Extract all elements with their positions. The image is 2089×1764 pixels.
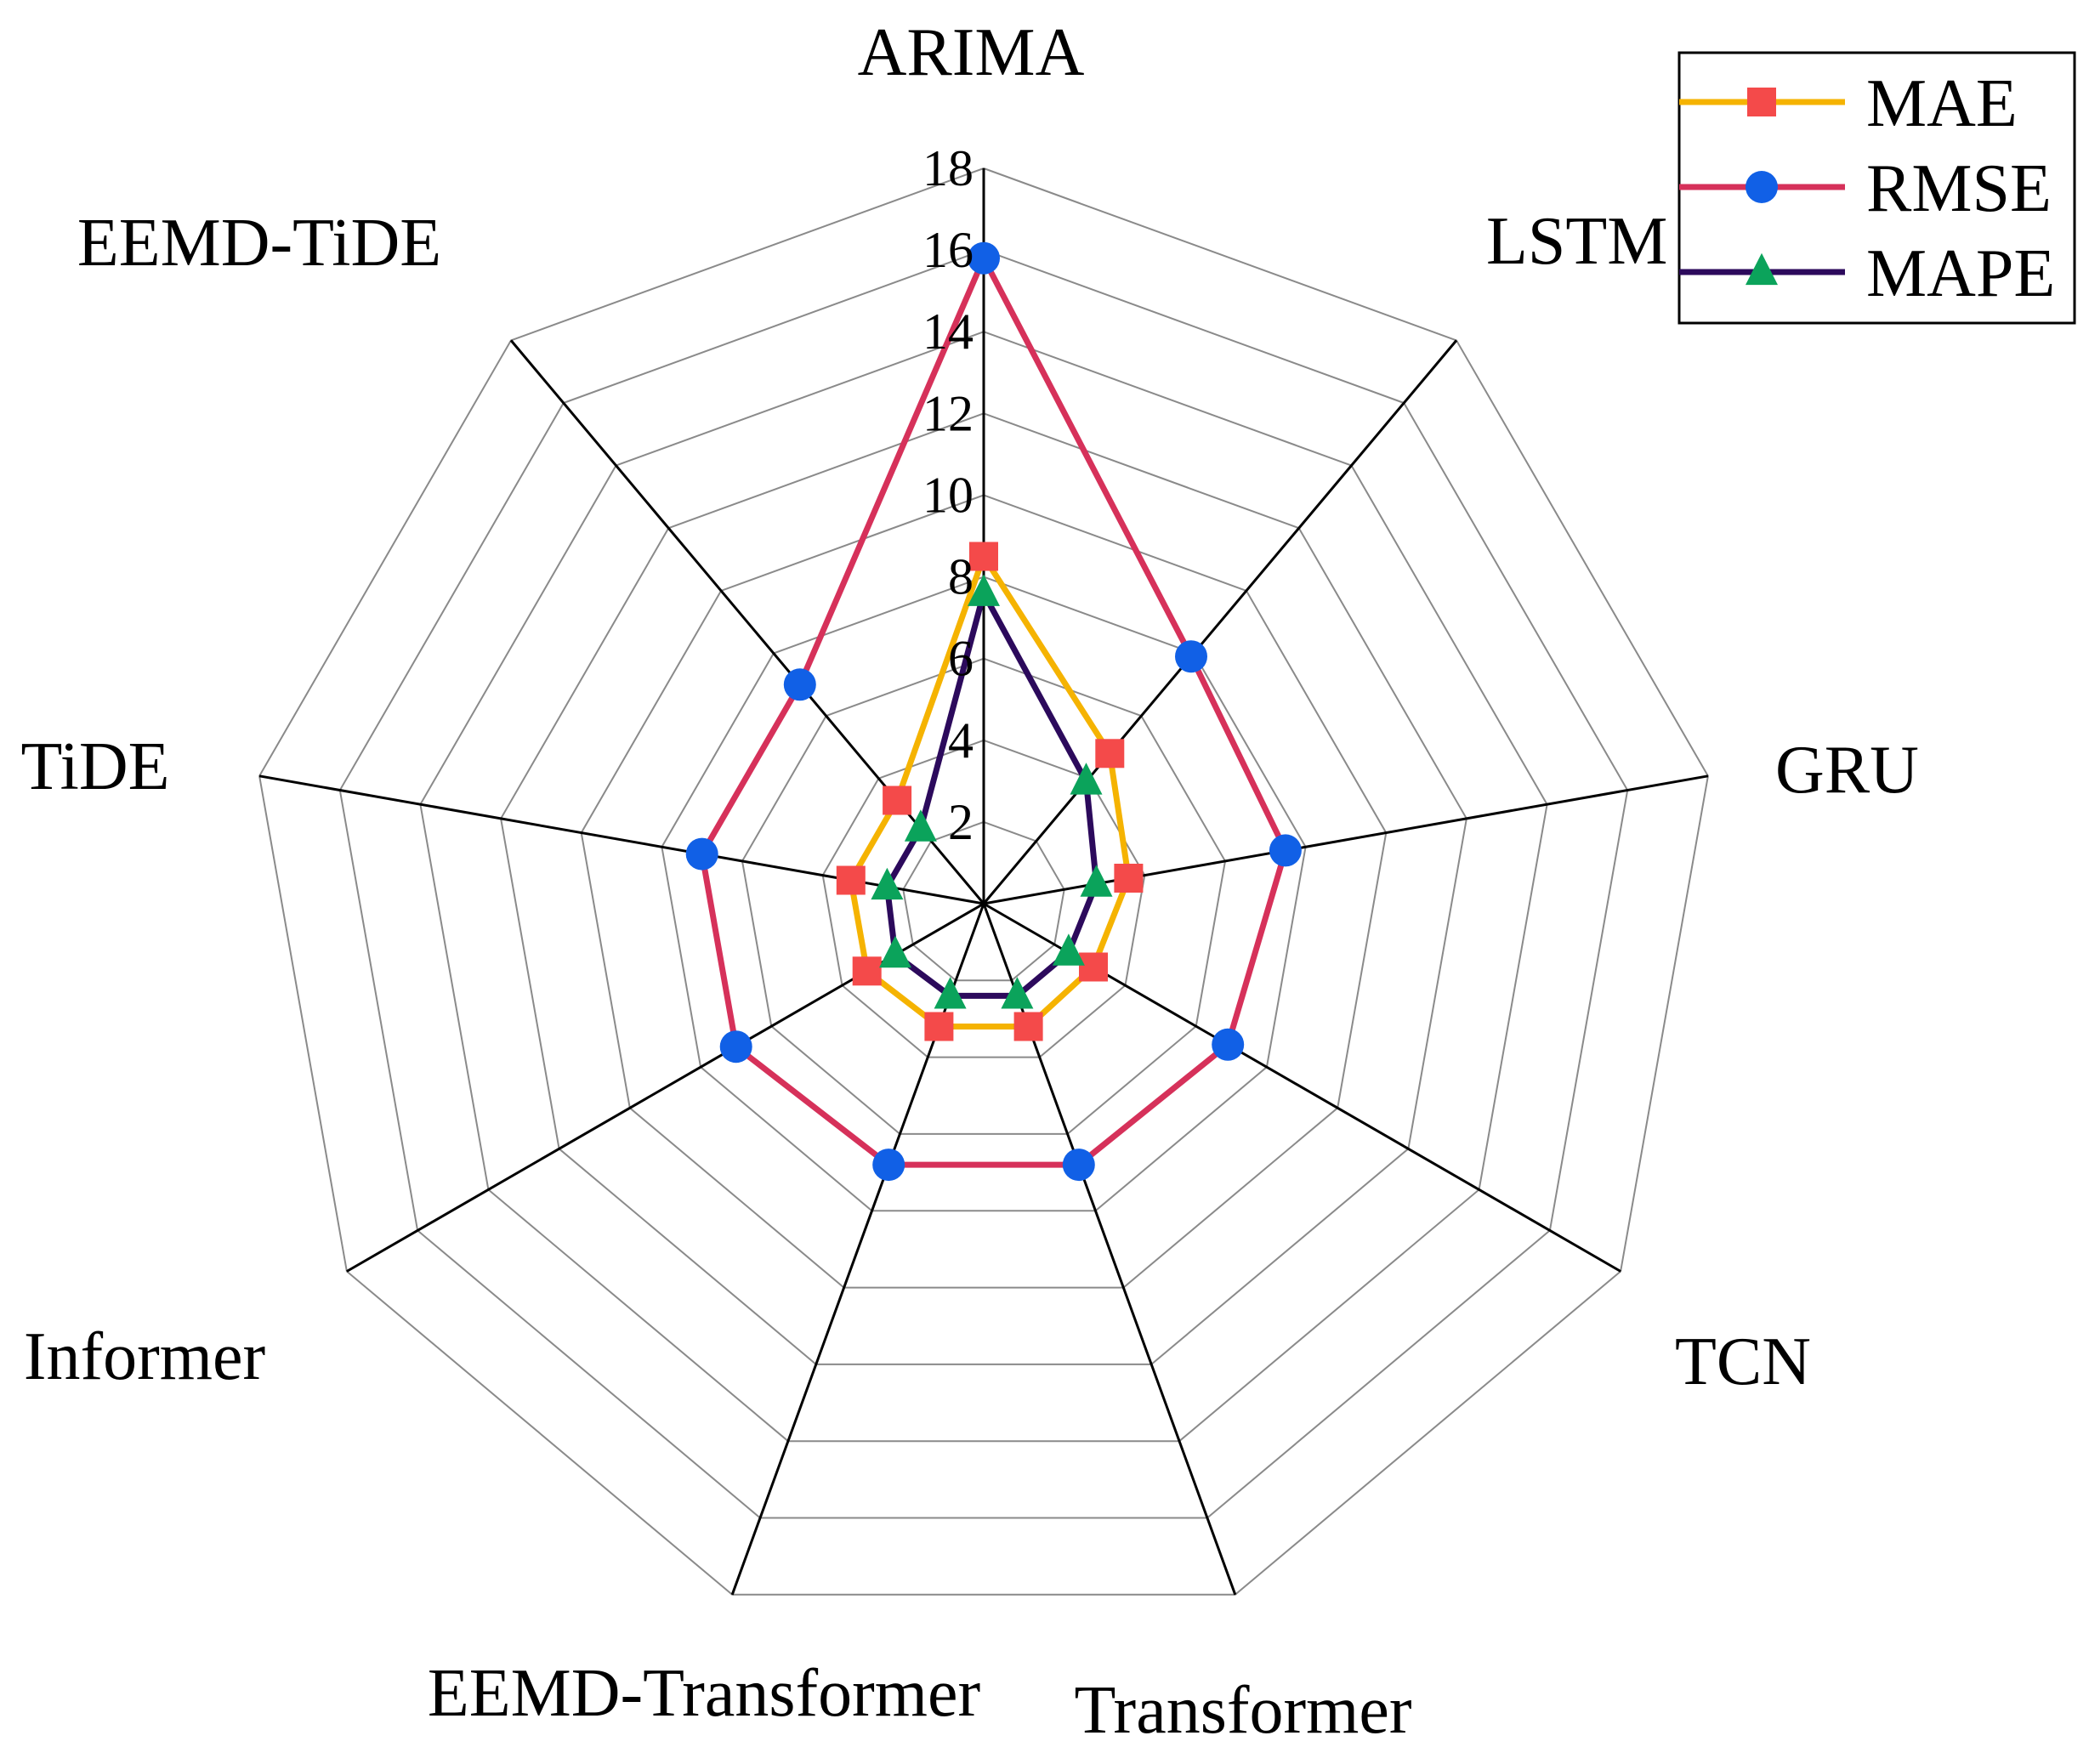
tick-label-18: 18 [922, 140, 974, 196]
marker-mape-tcn [1052, 933, 1085, 966]
grid-ring-4 [821, 739, 1146, 1058]
marker-rmse-arima [968, 241, 1000, 275]
axis-label-gru: GRU [1775, 733, 1919, 808]
grid-ring-14 [419, 331, 1548, 1443]
marker-mae-arima [969, 542, 998, 571]
marker-rmse-gru [1269, 834, 1302, 867]
grid-ring-12 [500, 412, 1467, 1365]
series-rmse [685, 241, 1302, 1182]
axis-label-eemd-tide: EEMD-TiDE [77, 206, 441, 281]
grid-ring-18 [258, 167, 1709, 1596]
marker-mae-lstm [1095, 739, 1125, 769]
axis-label-tcn: TCN [1675, 1324, 1811, 1399]
legend-item-mape: MAPE [1679, 236, 2055, 311]
marker-mape-eemd-transformer [934, 977, 967, 1009]
tick-labels: 2 4 6 8 10 12 14 16 18 [922, 140, 974, 850]
marker-mape-gru [1080, 865, 1113, 897]
marker-mae-tide [836, 865, 866, 895]
legend-label-mae: MAE [1866, 66, 2018, 141]
tick-label-6: 6 [948, 631, 974, 687]
grid-ring-8 [661, 576, 1307, 1212]
series-mae [836, 542, 1144, 1041]
grid-ring-16 [338, 249, 1629, 1519]
tick-label-8: 8 [948, 549, 974, 605]
axis-label-informer: Informer [24, 1319, 265, 1394]
legend-marker-mae [1747, 88, 1776, 116]
series-layer [685, 241, 1302, 1182]
series-line-mae [848, 553, 1132, 1029]
tick-label-2: 2 [948, 794, 974, 850]
series-line-mape [883, 590, 1099, 999]
grid-ring-2 [902, 820, 1065, 982]
marker-rmse-lstm [1175, 640, 1207, 673]
legend-label-mape: MAPE [1866, 236, 2055, 311]
grid-ring-6 [741, 657, 1227, 1135]
marker-mape-informer [879, 935, 911, 968]
marker-rmse-informer [719, 1030, 752, 1064]
marker-mape-arima [968, 574, 1000, 606]
legend-marker-rmse [1746, 171, 1778, 203]
axis-label-transformer: Transformer [1075, 1673, 1412, 1748]
axis-label-arima: ARIMA [858, 15, 1085, 90]
marker-mape-transformer [1001, 977, 1034, 1009]
axis-label-lstm: LSTM [1486, 204, 1667, 279]
legend-label-rmse: RMSE [1866, 151, 2052, 226]
tick-label-14: 14 [922, 303, 974, 360]
axis-label-eemd-transformer: EEMD-Transformer [428, 1656, 980, 1731]
marker-rmse-tcn [1212, 1028, 1245, 1061]
marker-mae-eemd-transformer [924, 1012, 954, 1041]
tick-label-12: 12 [922, 385, 974, 441]
marker-mae-transformer [1013, 1012, 1043, 1041]
marker-mae-eemd-tide [883, 786, 912, 815]
spoke-lstm [982, 339, 1458, 905]
axis-label-tide: TiDE [21, 729, 170, 804]
grid-layer [258, 167, 1709, 1596]
marker-rmse-eemd-tide [783, 668, 816, 701]
marker-rmse-transformer [1062, 1149, 1095, 1182]
grid-ring-10 [580, 494, 1388, 1289]
tick-label-16: 16 [922, 222, 974, 278]
marker-mape-lstm [1070, 763, 1103, 795]
legend-item-rmse: RMSE [1679, 151, 2052, 226]
marker-mae-gru [1114, 864, 1144, 893]
series-line-rmse [699, 255, 1289, 1168]
tick-label-4: 4 [948, 712, 974, 769]
marker-mape-eemd-tide [904, 809, 937, 842]
marker-mape-tide [871, 867, 904, 900]
marker-mae-tcn [1079, 952, 1108, 982]
axis-labels: ARIMA LSTM GRU TCN Transformer EEMD-Transform… [21, 15, 1919, 1748]
marker-rmse-eemd-transformer [872, 1149, 905, 1182]
tick-label-10: 10 [922, 467, 974, 523]
series-mape [871, 574, 1113, 1009]
legend-marker-mape [1746, 252, 1778, 286]
legend-item-mae: MAE [1679, 66, 2018, 141]
marker-mae-informer [852, 956, 882, 986]
marker-rmse-tide [685, 837, 718, 871]
legend: MAE RMSE MAPE [1677, 51, 2076, 325]
